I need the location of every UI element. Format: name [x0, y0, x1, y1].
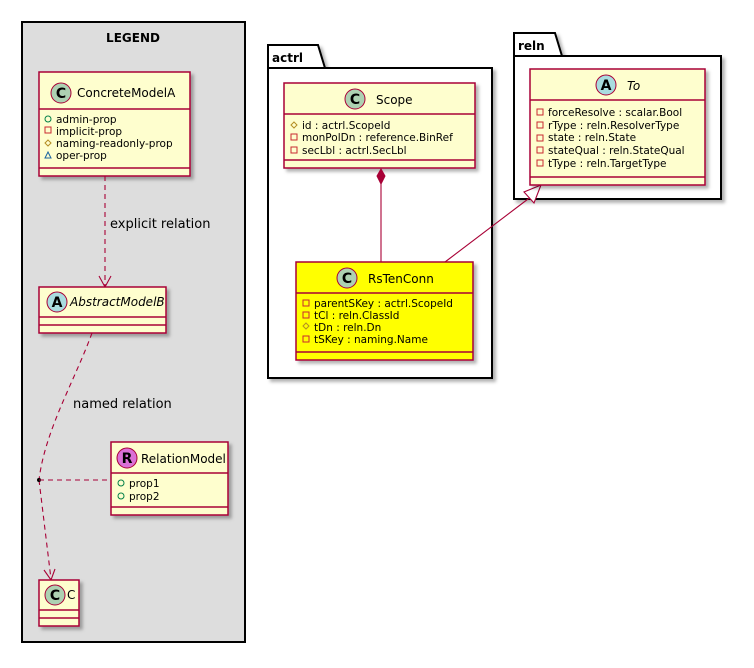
- svg-text:C: C: [350, 92, 360, 108]
- abstract-circle-icon: A: [46, 291, 68, 313]
- generalization-edge: [444, 184, 542, 263]
- package-name: reln: [518, 39, 545, 53]
- private-visibility-icon: [44, 126, 52, 134]
- attr: tSKey : naming.Name: [314, 334, 428, 346]
- attr: secLbl : actrl.SecLbl: [302, 145, 407, 157]
- svg-text:C: C: [56, 86, 66, 102]
- svg-text:C: C: [50, 588, 60, 604]
- private-visibility-icon: [302, 335, 310, 343]
- class-circle-icon: C: [336, 267, 358, 289]
- class-c[interactable]: C C: [38, 579, 80, 627]
- class-scope[interactable]: C Scope id : actrl.ScopeId monPolDn : re…: [283, 82, 476, 169]
- private-visibility-icon: [290, 146, 298, 154]
- class-name: ConcreteModelA: [77, 86, 176, 100]
- private-visibility-icon: [536, 121, 544, 129]
- class-circle-icon: C: [344, 88, 366, 110]
- class-name: To: [627, 79, 640, 93]
- class-circle-icon: C: [50, 82, 72, 104]
- attr: admin-prop: [56, 114, 117, 126]
- attr: tCl : reln.ClassId: [314, 310, 399, 322]
- attr: naming-readonly-prop: [56, 138, 173, 150]
- class-name: Scope: [376, 93, 413, 107]
- relation-circle-icon: R: [116, 447, 138, 469]
- class-rs-ten-conn[interactable]: C RsTenConn parentSKey : actrl.ScopeId t…: [295, 261, 474, 361]
- abstract-circle-icon: A: [595, 74, 617, 96]
- svg-text:R: R: [122, 451, 133, 467]
- attr: stateQual : reln.StateQual: [548, 145, 685, 157]
- attr: tDn : reln.Dn: [314, 322, 381, 334]
- private-visibility-icon: [536, 134, 544, 142]
- protected-visibility-icon: [44, 139, 52, 147]
- class-to[interactable]: A To forceResolve : scalar.Bool rType : …: [529, 68, 706, 186]
- protected-visibility-icon: [302, 322, 310, 330]
- package-name: actrl: [272, 51, 303, 65]
- svg-text:A: A: [52, 295, 63, 311]
- attr: parentSKey : actrl.ScopeId: [314, 298, 453, 310]
- class-circle-icon: C: [44, 584, 66, 606]
- private-visibility-icon: [290, 133, 298, 141]
- named-relation-label: named relation: [73, 397, 172, 412]
- public-visibility-icon: [117, 492, 125, 500]
- attr: oper-prop: [56, 150, 107, 162]
- class-name: AbstractModelB: [69, 295, 165, 309]
- package-visibility-icon: [44, 150, 52, 159]
- public-visibility-icon: [117, 479, 125, 487]
- class-concrete-model-a[interactable]: C ConcreteModelA admin-prop implicit-pro…: [38, 71, 191, 177]
- explicit-relation-label: explicit relation: [110, 217, 210, 232]
- private-visibility-icon: [536, 146, 544, 154]
- private-visibility-icon: [536, 108, 544, 116]
- svg-text:A: A: [601, 78, 612, 94]
- attr: implicit-prop: [56, 126, 122, 138]
- svg-text:C: C: [342, 271, 352, 287]
- attr: rType : reln.ResolverType: [548, 120, 679, 132]
- attr: prop2: [129, 491, 160, 503]
- class-name: RsTenConn: [368, 272, 434, 286]
- private-visibility-icon: [302, 311, 310, 319]
- class-relation-model[interactable]: R RelationModel prop1 prop2: [110, 441, 229, 516]
- attr: state : reln.State: [548, 132, 636, 144]
- class-name: RelationModel: [141, 452, 226, 466]
- protected-visibility-icon: [290, 121, 298, 129]
- attr: tType : reln.TargetType: [548, 158, 667, 170]
- attr: forceResolve : scalar.Bool: [548, 107, 682, 119]
- private-visibility-icon: [536, 159, 544, 167]
- attr: monPolDn : reference.BinRef: [302, 132, 453, 144]
- legend-title: LEGEND: [106, 31, 160, 45]
- composition-edge: [376, 167, 386, 262]
- attr: prop1: [129, 478, 160, 490]
- attr: id : actrl.ScopeId: [302, 120, 390, 132]
- public-visibility-icon: [44, 115, 52, 123]
- private-visibility-icon: [302, 299, 310, 307]
- class-name: C: [67, 588, 75, 602]
- class-abstract-model-b[interactable]: A AbstractModelB: [38, 286, 167, 334]
